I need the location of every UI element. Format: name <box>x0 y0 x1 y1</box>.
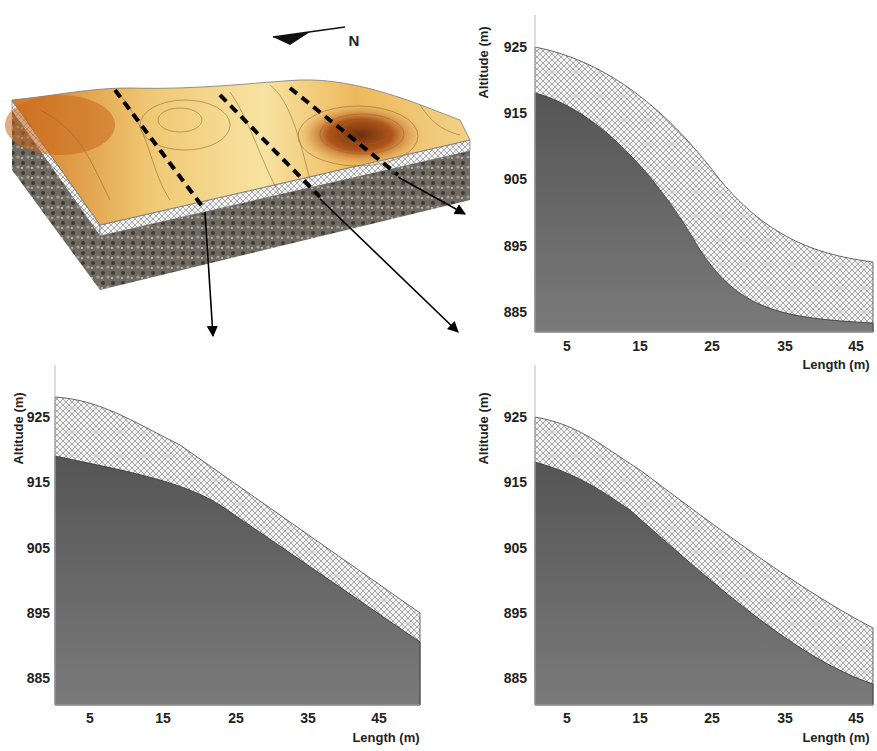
y-tick-label: 915 <box>27 475 50 489</box>
profile-chart <box>535 15 873 332</box>
y-tick-label: 925 <box>504 40 527 54</box>
x-tick-label: 45 <box>371 711 387 725</box>
y-tick-label: 915 <box>504 106 527 120</box>
axis-title: Altitude (m) <box>12 392 25 464</box>
x-tick-label: 5 <box>563 339 571 353</box>
x-tick-label: 15 <box>632 711 648 725</box>
profile-chart <box>55 365 420 705</box>
y-tick-label: 895 <box>504 239 527 253</box>
x-tick-label: 35 <box>300 711 316 725</box>
y-tick-label: 925 <box>504 410 527 424</box>
axis-title: Altitude (m) <box>477 26 490 98</box>
axis-title: Length (m) <box>802 731 869 744</box>
terrain-block <box>5 27 470 336</box>
x-tick-label: 25 <box>704 339 720 353</box>
y-tick-label: 925 <box>27 410 50 424</box>
y-tick-label: 885 <box>27 671 50 685</box>
y-tick-label: 905 <box>27 541 50 555</box>
y-tick-label: 885 <box>504 305 527 319</box>
y-tick-label: 895 <box>504 606 527 620</box>
x-tick-label: 45 <box>848 339 864 353</box>
axis-title: Altitude (m) <box>477 392 490 464</box>
axis-title: Length (m) <box>802 358 869 371</box>
axis-title: Length (m) <box>352 731 419 744</box>
y-tick-label: 895 <box>27 606 50 620</box>
x-tick-label: 5 <box>563 711 571 725</box>
y-tick-label: 905 <box>504 172 527 186</box>
y-tick-label: 885 <box>504 671 527 685</box>
x-tick-label: 15 <box>155 711 171 725</box>
x-tick-label: 35 <box>777 711 793 725</box>
x-tick-label: 25 <box>704 711 720 725</box>
x-tick-label: 5 <box>86 711 94 725</box>
y-tick-label: 915 <box>504 475 527 489</box>
x-tick-label: 45 <box>848 711 864 725</box>
profile-chart <box>535 365 873 705</box>
y-tick-label: 905 <box>504 541 527 555</box>
x-tick-label: 35 <box>777 339 793 353</box>
north-label: N <box>349 33 360 48</box>
x-tick-label: 25 <box>228 711 244 725</box>
x-tick-label: 15 <box>632 339 648 353</box>
